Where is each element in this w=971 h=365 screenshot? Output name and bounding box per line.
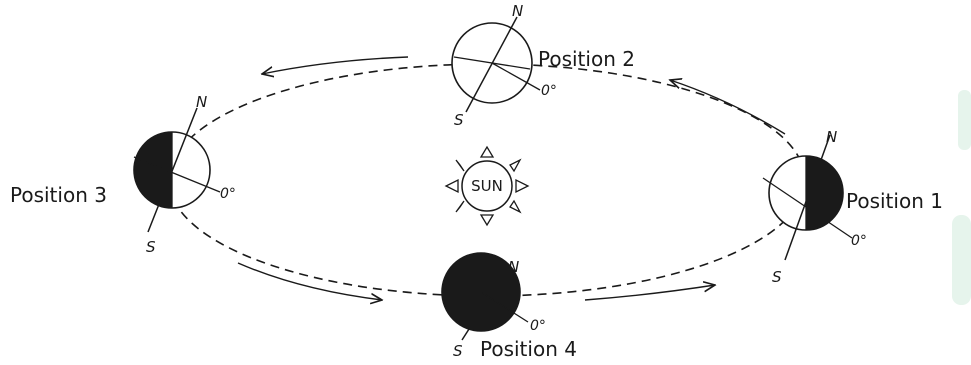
position-label-1: Position 1 — [846, 189, 943, 213]
south-label-1: S — [772, 268, 782, 286]
north-label-1: N — [826, 128, 837, 146]
earth-axis-2 — [465, 16, 518, 113]
earth-position-4: N S 0° Position 4 — [441, 252, 577, 361]
equator-line-3 — [133, 156, 221, 193]
decor-mark-bottom — [952, 215, 971, 305]
degree-label-4: 0° — [530, 318, 546, 334]
earth-axis-4 — [461, 267, 509, 341]
earth-axis-1 — [784, 134, 831, 261]
equator-line-1 — [762, 177, 853, 239]
sun-disc — [461, 160, 513, 212]
north-label-4: N — [508, 258, 519, 276]
degree-label-2: 0° — [541, 83, 557, 99]
decor-mark-top — [958, 90, 971, 150]
degree-label-3: 0° — [220, 186, 236, 202]
south-label-4: S — [453, 342, 463, 360]
sun-label: SUN — [471, 177, 503, 195]
north-label-3: N — [196, 93, 207, 111]
equator-line-4 — [480, 291, 529, 323]
sun: SUN — [444, 145, 530, 227]
orbit-arrow-top-right — [670, 80, 786, 135]
orbit-arrow-bottom-left — [237, 262, 382, 300]
position-label-4: Position 4 — [480, 337, 577, 360]
earth-position-3: N S 0° Position 3 — [10, 93, 236, 256]
earth-axis-3 — [147, 107, 198, 233]
orbit-arrow-bottom-right — [584, 285, 715, 301]
night-side-3 — [134, 132, 172, 208]
south-label-3: S — [146, 238, 156, 256]
sun-rays-icon — [444, 145, 530, 227]
south-label-2: S — [454, 111, 464, 129]
position-label-2: Position 2 — [538, 47, 635, 71]
degree-label-1: 0° — [851, 233, 867, 249]
equator-line-2 — [491, 62, 541, 91]
orbit-arrow-top-left — [262, 56, 409, 74]
position-label-3: Position 3 — [10, 183, 107, 207]
earth-position-1: N S 0° Position 1 — [762, 128, 943, 286]
earth-position-2: N S 0° Position 2 — [451, 2, 635, 129]
north-label-2: N — [512, 2, 523, 20]
